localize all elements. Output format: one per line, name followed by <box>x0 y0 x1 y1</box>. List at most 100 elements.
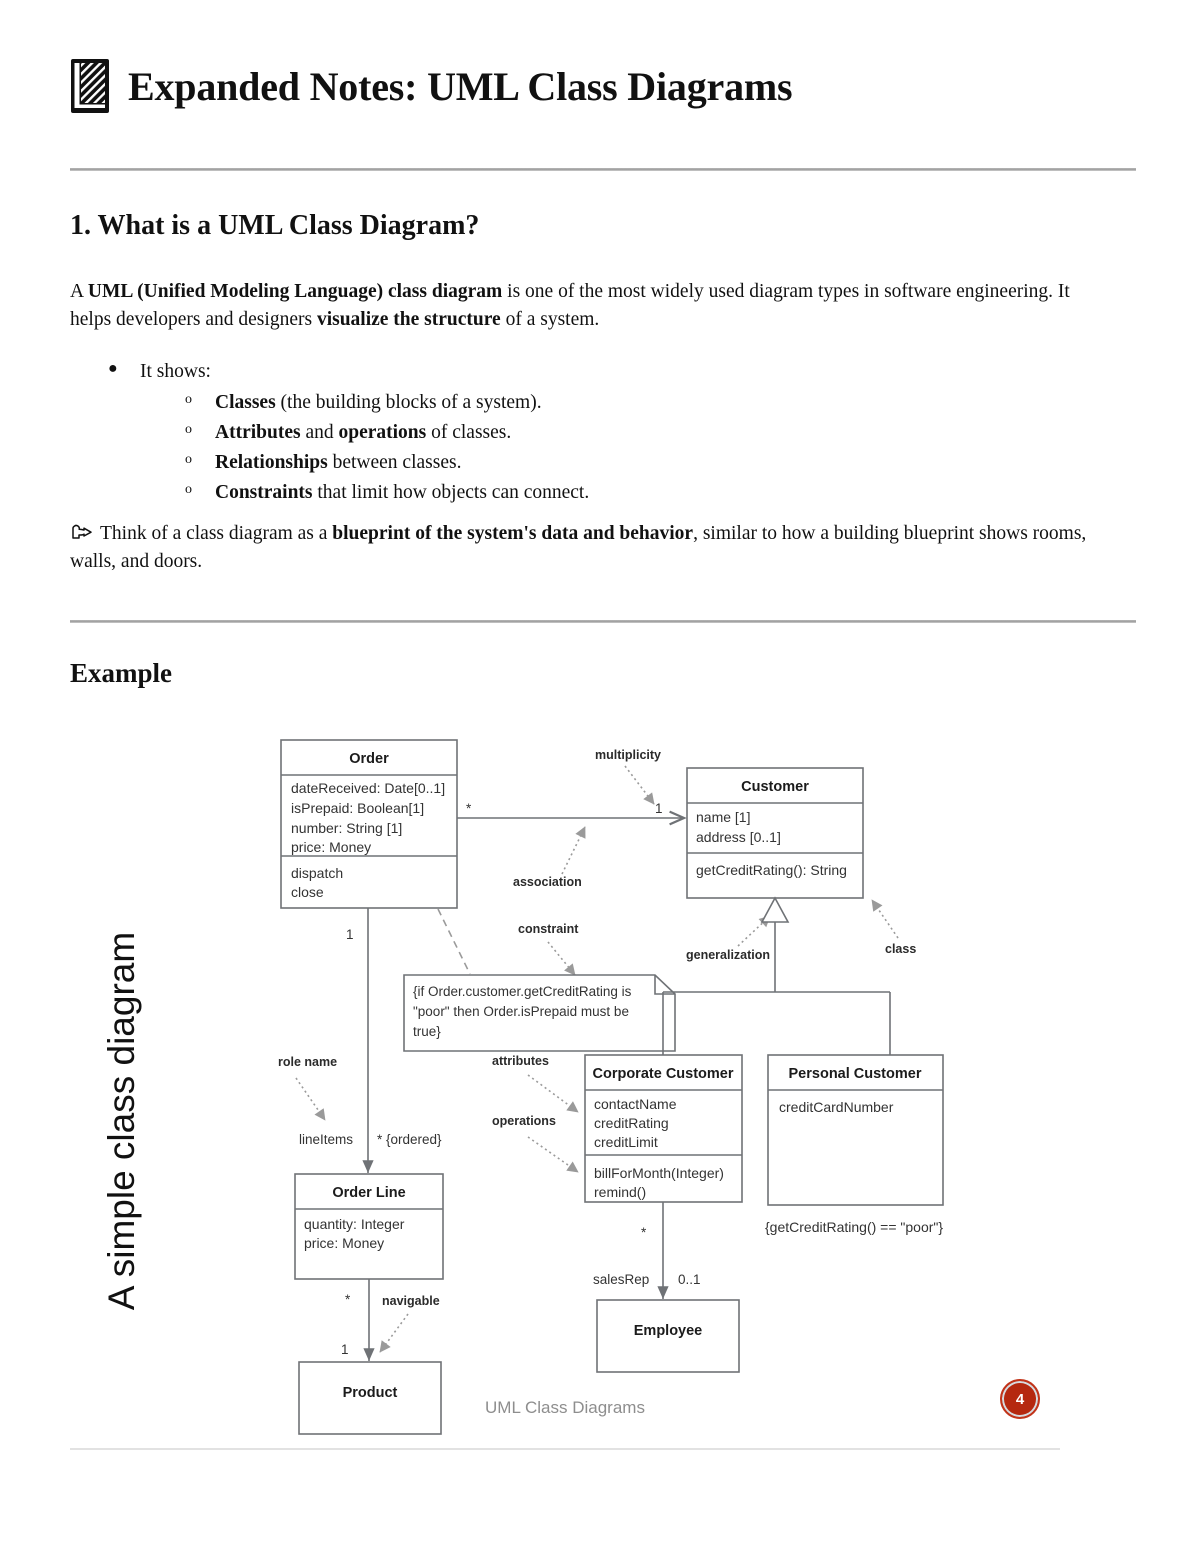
mult-order-line-source: 1 <box>346 927 354 942</box>
personal-attr-0: creditCardNumber <box>779 1099 894 1115</box>
order-op-0: dispatch <box>291 865 343 881</box>
sub-item-bold: Relationships <box>215 451 328 473</box>
mult-employee-target: 0..1 <box>678 1272 701 1287</box>
sub-item-rest: that limit how objects can connect. <box>312 481 590 503</box>
callout-paragraph: Think of a class diagram as a blueprint … <box>70 520 1090 575</box>
customer-op-0: getCreditRating(): String <box>696 862 847 878</box>
bullet-circle-icon: o <box>185 451 192 467</box>
annotation-label-role-name: role name <box>278 1055 337 1069</box>
annotation-operations: operations <box>492 1114 579 1173</box>
annotation-label-association: association <box>513 875 582 889</box>
role-salesrep: salesRep <box>593 1272 649 1287</box>
annotation-navigable: navigable <box>379 1294 440 1353</box>
class-box-customer: Customer name [1] address [0..1] getCred… <box>686 767 864 899</box>
page-number-badge: 4 <box>1000 1379 1040 1419</box>
intro-tail: of a system. <box>500 308 600 330</box>
diagram-canvas: Order dateReceived: Date[0..1] isPrepaid… <box>278 739 944 1435</box>
annotation-label-class: class <box>885 942 916 956</box>
list-item-relationships: o Relationships between classes. <box>140 448 1050 478</box>
callout-lead: Think of a class diagram as a <box>100 523 333 544</box>
constraint-note: {if Order.customer.getCreditRating is "p… <box>403 908 676 1052</box>
corp-op-0: billForMonth(Integer) <box>594 1165 724 1181</box>
order-op-1: close <box>291 884 324 900</box>
annotation-generalization: generalization <box>686 915 771 962</box>
annotation-label-navigable: navigable <box>382 1294 440 1308</box>
annotation-constraint: constraint <box>518 922 579 976</box>
orderline-attr-1: price: Money <box>304 1235 384 1251</box>
annotation-label-constraint: constraint <box>518 922 579 936</box>
list-item-constraints: o Constraints that limit how objects can… <box>140 478 1050 508</box>
generalization-customer <box>662 896 891 1055</box>
intro-paragraph: A UML (Unified Modeling Language) class … <box>70 278 1075 333</box>
annotation-multiplicity: multiplicity <box>595 748 661 805</box>
sub-item-mid: and <box>300 422 339 444</box>
bullet-circle-icon: o <box>185 422 192 438</box>
callout-bold: blueprint of the system's data and behav… <box>332 523 694 544</box>
order-attr-0: dateReceived: Date[0..1] <box>291 780 445 796</box>
sub-list: o Classes (the building blocks of a syst… <box>140 388 1050 507</box>
constraint-text-poor: {getCreditRating() == "poor"} <box>765 1219 943 1235</box>
association-orderline-product: * 1 <box>341 1279 375 1361</box>
class-name-order: Order <box>349 751 389 767</box>
divider-top <box>70 168 1136 171</box>
page-title: Expanded Notes: UML Class Diagrams <box>128 63 793 109</box>
order-attr-1: isPrepaid: Boolean[1] <box>291 800 424 816</box>
sub-item-rest: between classes. <box>327 451 462 473</box>
list-item-classes: o Classes (the building blocks of a syst… <box>140 388 1050 418</box>
class-name-corporate-customer: Corporate Customer <box>593 1066 734 1082</box>
mult-customer-target: 1 <box>655 801 663 816</box>
uml-class-diagram: A simple class diagram Order dateReceive… <box>0 700 1200 1490</box>
class-name-employee: Employee <box>634 1323 703 1339</box>
annotation-class: class <box>871 899 916 956</box>
class-name-product: Product <box>343 1385 398 1401</box>
corp-op-1: remind() <box>594 1184 646 1200</box>
mult-product-target: 1 <box>341 1342 349 1357</box>
list-item-it-shows: ● It shows: o Classes (the building bloc… <box>100 357 1050 508</box>
class-name-order-line: Order Line <box>332 1185 405 1201</box>
class-box-product: Product <box>298 1361 442 1435</box>
mult-product-source: * <box>345 1292 351 1307</box>
corp-attr-0: contactName <box>594 1096 677 1112</box>
annotation-label-multiplicity: multiplicity <box>595 748 661 762</box>
annotation-label-attributes: attributes <box>492 1054 549 1068</box>
class-box-personal-customer: Personal Customer creditCardNumber {getC… <box>765 1054 944 1235</box>
annotation-association: association <box>513 826 586 889</box>
callout-tail: , similar to how a building blueprint sh… <box>70 523 1087 572</box>
sub-item-bold: Classes <box>215 392 276 414</box>
note-line-1: "poor" then Order.isPrepaid must be <box>413 1004 629 1019</box>
class-box-order: Order dateReceived: Date[0..1] isPrepaid… <box>280 739 458 909</box>
class-box-order-line: Order Line quantity: Integer price: Mone… <box>294 1173 444 1280</box>
customer-attr-0: name [1] <box>696 809 750 825</box>
order-attr-2: number: String [1] <box>291 820 402 836</box>
list-item-label: It shows: <box>140 361 211 382</box>
note-line-2: true} <box>413 1024 441 1039</box>
divider-middle <box>70 620 1136 623</box>
annotation-attributes: attributes <box>492 1054 579 1113</box>
annotation-role-name: role name <box>278 1055 337 1121</box>
section-heading-example: Example <box>70 658 173 688</box>
bullet-disc-icon: ● <box>108 360 118 377</box>
note-line-0: {if Order.customer.getCreditRating is <box>413 984 632 999</box>
class-name-personal-customer: Personal Customer <box>789 1066 922 1082</box>
mult-orderline-target: * {ordered} <box>377 1132 442 1147</box>
mult-employee-source: * <box>641 1225 647 1240</box>
intro-mid: is one of the most widely used diagram t… <box>70 281 1070 330</box>
order-attr-3: price: Money <box>291 839 371 855</box>
corp-attr-2: creditLimit <box>594 1134 658 1150</box>
association-corporate-employee: * salesRep 0..1 <box>593 1202 701 1299</box>
pointing-hand-icon <box>70 522 94 540</box>
class-box-employee: Employee <box>596 1299 740 1373</box>
bullet-circle-icon: o <box>185 392 192 408</box>
role-lineitems: lineItems <box>299 1132 353 1147</box>
association-order-orderline: 1 lineItems * {ordered} <box>299 908 442 1173</box>
mult-order-source: * <box>466 801 472 816</box>
customer-attr-1: address [0..1] <box>696 829 781 845</box>
sub-item-bold: Attributes <box>215 422 301 444</box>
section-heading-what-is: 1. What is a UML Class Diagram? <box>70 210 480 241</box>
sub-item-bold: Constraints <box>215 481 313 503</box>
intro-lead: A <box>70 281 88 302</box>
corp-attr-1: creditRating <box>594 1115 669 1131</box>
intro-bold-visualize: visualize the structure <box>316 308 501 330</box>
diagram-footer-note: UML Class Diagrams <box>485 1398 645 1417</box>
annotation-label-generalization: generalization <box>686 948 770 962</box>
